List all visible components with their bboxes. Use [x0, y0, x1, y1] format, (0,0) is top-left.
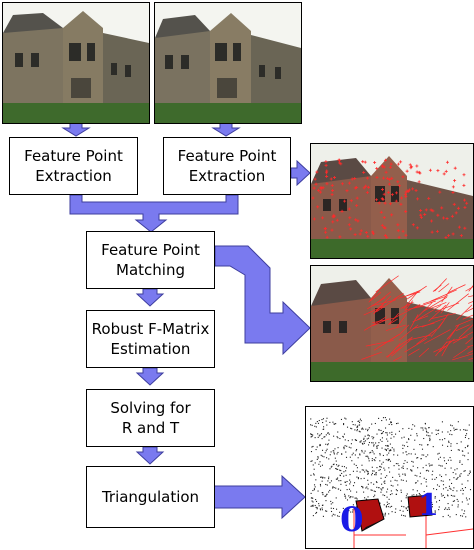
point-cloud-dots [310, 417, 472, 518]
feature-point-marks [311, 158, 469, 240]
step-line-2: Extraction [35, 167, 112, 185]
step-triangulation: Triangulation [86, 466, 215, 528]
arrow-merge-to-matching [69, 194, 239, 233]
pointcloud-image: 0 1 [305, 406, 474, 549]
step-line-2: Extraction [188, 167, 266, 185]
step-line-2: R and T [121, 419, 180, 437]
step-line-1: Feature Point [24, 147, 123, 165]
input-image-left [2, 2, 150, 124]
step-line-1: Robust F-Matrix [91, 320, 210, 338]
camera-0-label: 0 [340, 500, 364, 540]
features-image [310, 143, 474, 259]
step-label: Triangulation [101, 488, 200, 506]
input-image-right [154, 2, 302, 124]
arrow-matching-to-matches-photo [214, 245, 311, 356]
arrow-photo-left-to-extraction [61, 122, 91, 137]
step-line-2: Matching [116, 261, 185, 279]
step-solving-r-t: Solving for R and T [86, 389, 215, 447]
arrow-matching-to-fmatrix [135, 288, 165, 307]
step-line-2: Estimation [110, 340, 191, 358]
step-feature-extraction-left: Feature Point Extraction [9, 137, 138, 195]
arrow-extraction-to-features-photo [290, 159, 311, 187]
step-line-1: Solving for [110, 399, 191, 417]
step-fmatrix-estimation: Robust F-Matrix Estimation [86, 310, 215, 368]
matches-image [310, 265, 474, 382]
arrow-fmatrix-to-solving [135, 367, 165, 386]
camera-1-label: 1 [418, 488, 439, 523]
step-line-1: Feature Point [101, 241, 200, 259]
match-lines [361, 275, 473, 362]
step-feature-extraction-right: Feature Point Extraction [163, 137, 291, 195]
arrow-triangulation-to-pointcloud [209, 474, 306, 520]
step-line-1: Feature Point [177, 147, 277, 165]
arrow-solving-to-triangulation [135, 446, 165, 465]
camera-1-icon [407, 494, 433, 518]
arrow-photo-right-to-extraction [211, 122, 241, 137]
step-feature-matching: Feature Point Matching [86, 231, 215, 289]
